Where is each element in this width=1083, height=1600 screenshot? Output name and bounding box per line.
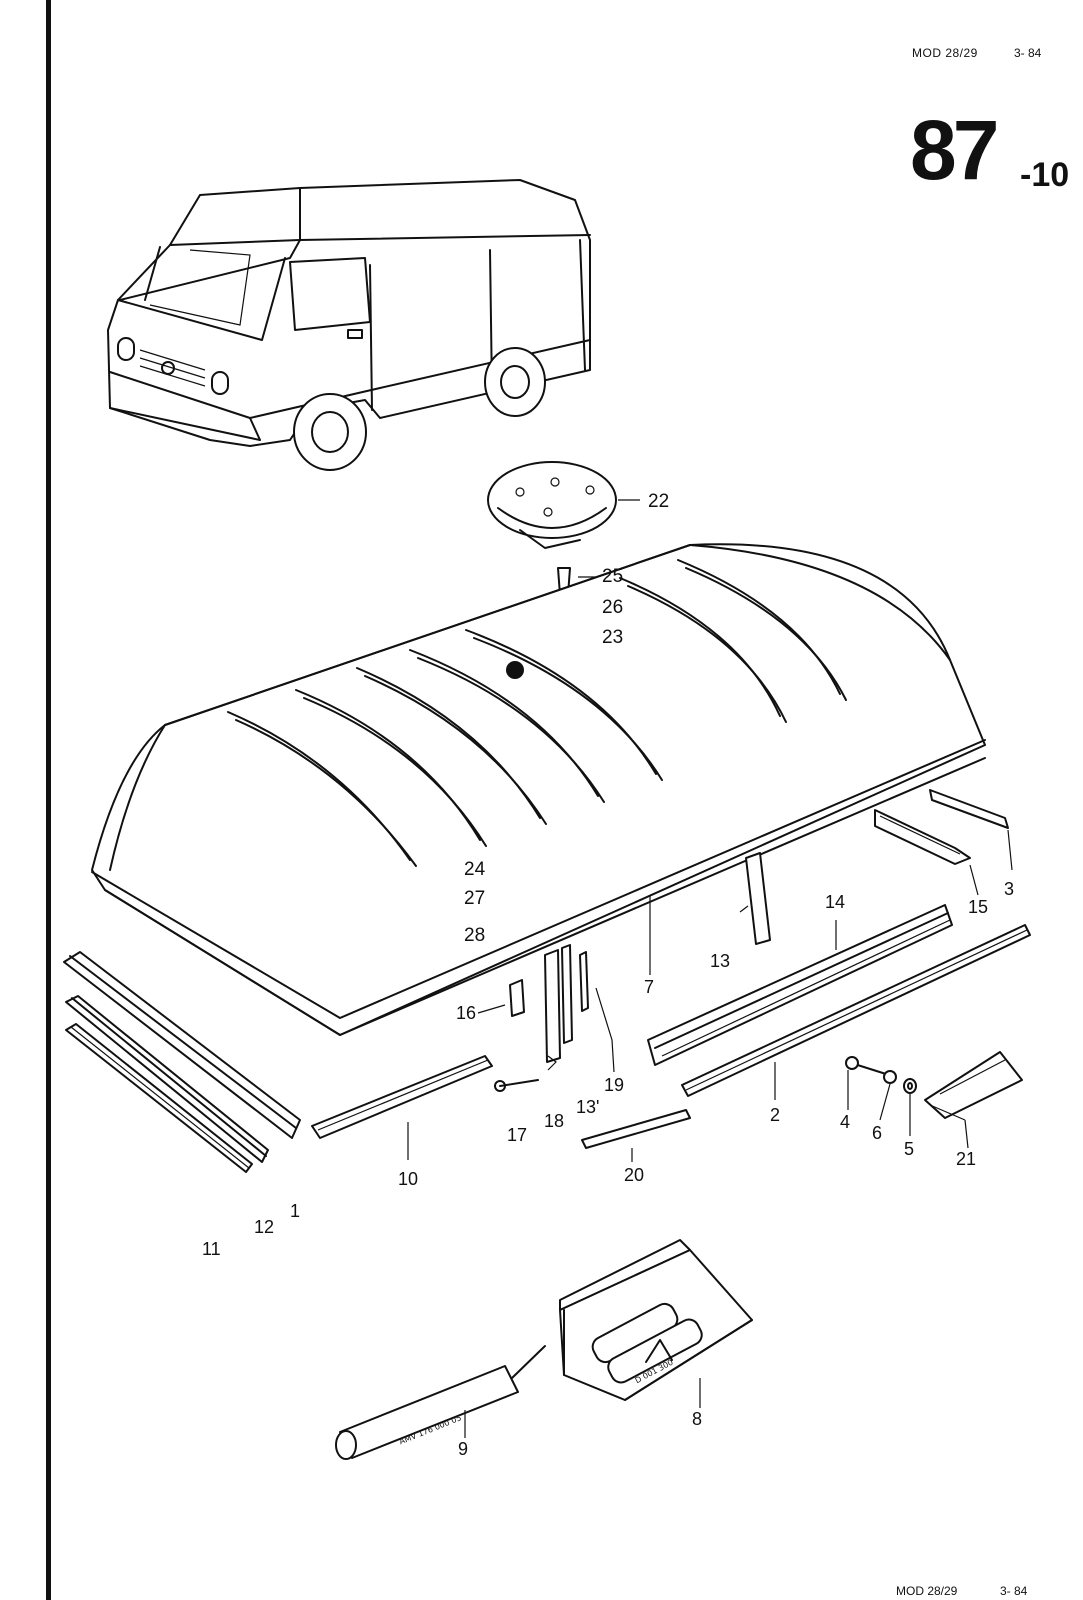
callout-28: 28 <box>464 925 486 946</box>
callout-8: 8 <box>692 1409 703 1429</box>
callout-13: 13 <box>710 951 731 971</box>
callout-15: 15 <box>968 897 989 917</box>
callout-22: 22 <box>648 491 670 512</box>
callout-27: 27 <box>464 888 486 909</box>
callout-17: 17 <box>507 1125 528 1145</box>
section-subnumber: -10 <box>1020 156 1070 194</box>
sealant-cartridge: AMV 176 000 05 <box>335 1345 546 1460</box>
callout-4: 4 <box>840 1112 851 1132</box>
side-rails <box>647 789 1031 1100</box>
callout-2: 2 <box>770 1105 781 1125</box>
footer-model-code: MOD 28/29 <box>896 1584 958 1598</box>
roof-shell <box>91 543 986 1036</box>
brackets-and-strips <box>477 852 771 1162</box>
header-date: 3- 84 <box>1014 46 1042 60</box>
callout-24: 24 <box>464 859 486 880</box>
callout-21: 21 <box>956 1149 977 1169</box>
callout-3: 3 <box>1004 879 1015 899</box>
callout-16: 16 <box>456 1003 477 1023</box>
footer-date: 3- 84 <box>1000 1584 1028 1598</box>
callout-1: 1 <box>290 1201 301 1221</box>
callout-9: 9 <box>458 1439 469 1459</box>
callout-13-prime: 13' <box>576 1097 600 1117</box>
front-rail-set <box>63 951 493 1173</box>
section-number: 87 <box>910 103 999 197</box>
callout-23: 23 <box>602 627 624 648</box>
left-binding-edge <box>46 0 51 1600</box>
fasteners <box>845 1051 1023 1149</box>
callout-20: 20 <box>624 1165 645 1185</box>
callout-14: 14 <box>825 892 846 912</box>
callout-26: 26 <box>602 597 624 618</box>
callout-11: 11 <box>202 1239 221 1259</box>
callout-12: 12 <box>254 1217 275 1237</box>
callout-6: 6 <box>872 1123 883 1143</box>
sealant-kit: D 001 300 <box>559 1239 753 1408</box>
callout-25: 25 <box>602 566 624 587</box>
callout-5: 5 <box>904 1139 915 1159</box>
van-illustration <box>107 179 591 471</box>
callout-7: 7 <box>644 977 655 997</box>
callout-19: 19 <box>604 1075 625 1095</box>
callout-18: 18 <box>544 1111 565 1131</box>
callout-10: 10 <box>398 1169 419 1189</box>
header-model-code: MOD 28/29 <box>912 46 978 60</box>
